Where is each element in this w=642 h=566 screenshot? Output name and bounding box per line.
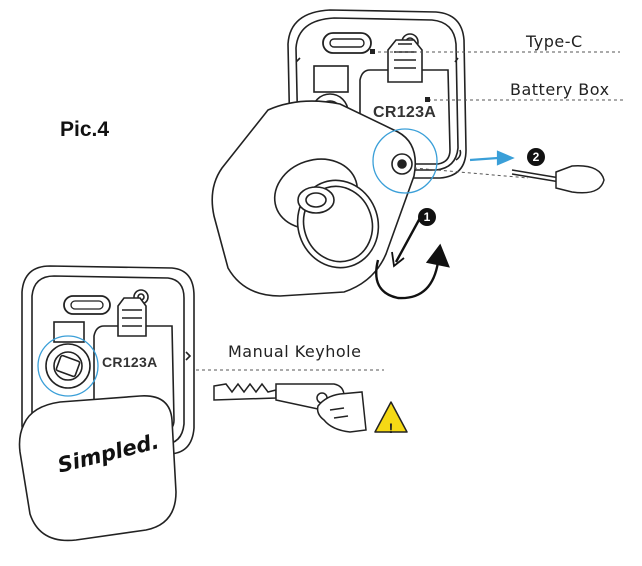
top-cover	[211, 100, 417, 297]
manual-keyhole-callout: Manual Keyhole	[228, 342, 362, 361]
bottom-type-c-port	[63, 295, 111, 315]
screw-highlight-circle	[372, 128, 438, 194]
warning-triangle-icon	[374, 401, 408, 433]
hand	[316, 391, 367, 433]
screwdriver	[511, 165, 605, 194]
battery-model-label: CR123A	[373, 104, 437, 121]
bottom-cover-plate	[18, 395, 177, 542]
bottom-cover	[18, 395, 177, 542]
step-1-badge: 1	[418, 208, 436, 226]
remove-screw-arrow	[469, 150, 515, 166]
warning-exclamation: !	[388, 420, 394, 436]
manual-key	[213, 382, 367, 433]
step-2-badge: 2	[527, 148, 545, 166]
callout-lines	[100, 51, 626, 371]
figure-label: Pic.4	[60, 118, 110, 141]
type-c-port	[322, 32, 372, 54]
type-c-callout: Type-C	[526, 32, 583, 51]
keyhole-highlight-circle	[37, 335, 99, 397]
battery-box-callout: Battery Box	[510, 80, 610, 99]
manual-keyhole	[45, 343, 91, 389]
top-device-component	[313, 65, 349, 93]
rotate-arrow	[375, 217, 450, 300]
battery-model-label-bottom: CR123A	[102, 354, 158, 370]
